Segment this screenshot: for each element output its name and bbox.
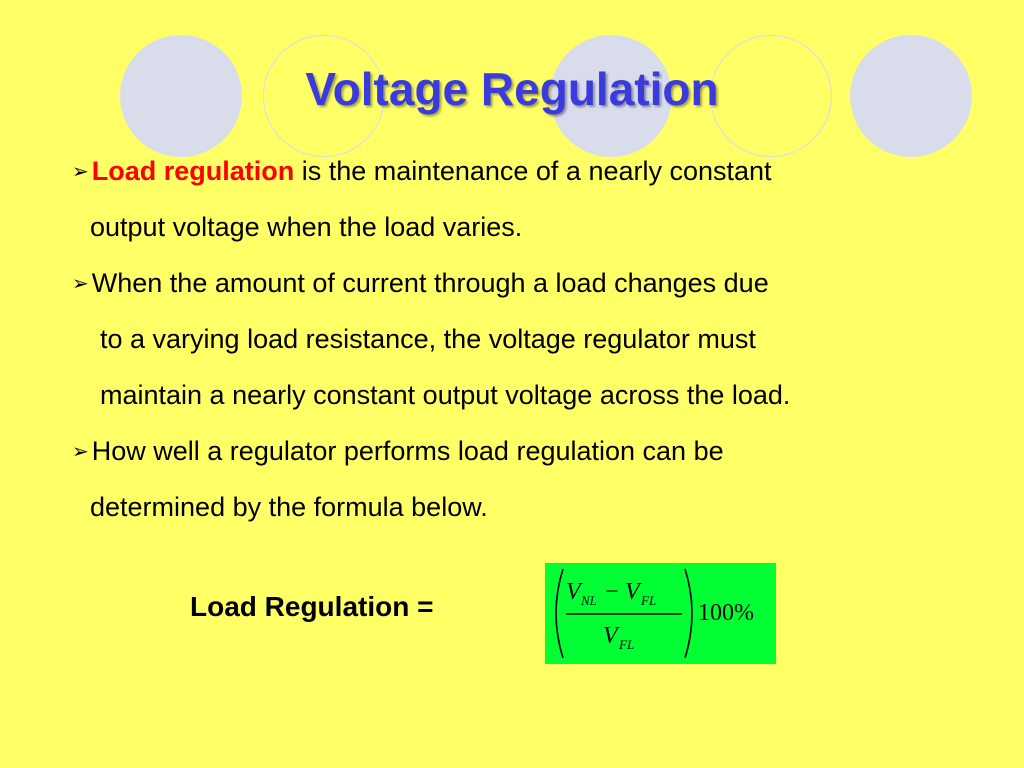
decor-circle-3 — [550, 35, 672, 157]
formula-label: Load Regulation = — [190, 591, 434, 622]
left-paren — [555, 568, 564, 659]
bullet-text: When the amount of current through a loa… — [91, 268, 769, 298]
decor-circle-1 — [120, 35, 242, 157]
bullet-item-2: ➢When the amount of current through a lo… — [72, 268, 769, 299]
numerator-v1-sub: NL — [580, 593, 597, 608]
multiplier: 100% — [698, 600, 754, 626]
bullet-continuation: determined by the formula below. — [90, 492, 488, 523]
bullet-item-3: ➢How well a regulator performs load regu… — [72, 436, 724, 467]
formula-graphic: V NL − V FL V FL 100% — [555, 568, 754, 659]
bullet-item-1: ➢Load regulation is the maintenance of a… — [72, 156, 772, 187]
numerator-v2: V — [625, 579, 642, 605]
denominator-sub: FL — [618, 637, 634, 652]
bullet-text: is the maintenance of a nearly constant — [294, 156, 772, 186]
bullet-continuation-text: determined by the formula below. — [90, 492, 488, 522]
decor-circle-2 — [263, 35, 385, 157]
bullet-text: How well a regulator performs load regul… — [91, 436, 724, 466]
minus-sign: − — [605, 579, 619, 605]
bullet-continuation: maintain a nearly constant output voltag… — [100, 380, 790, 411]
formula-box: V NL − V FL V FL 100% — [545, 563, 776, 664]
slide-title: Voltage Regulation — [305, 63, 719, 115]
bullet-highlight: Load regulation — [91, 156, 295, 186]
decor-circle-5 — [850, 35, 972, 157]
arrow-bullet-icon: ➢ — [72, 439, 89, 463]
bullet-continuation-text: output voltage when the load varies. — [90, 212, 523, 242]
right-paren — [684, 568, 693, 659]
numerator-v1: V — [566, 579, 583, 605]
numerator-v2-sub: FL — [640, 593, 656, 608]
decor-circle-4 — [710, 35, 832, 157]
bullet-continuation: output voltage when the load varies. — [90, 212, 522, 243]
bullet-continuation-text: to a varying load resistance, the voltag… — [100, 324, 756, 354]
bullet-continuation: to a varying load resistance, the voltag… — [100, 324, 756, 355]
arrow-bullet-icon: ➢ — [72, 271, 89, 295]
arrow-bullet-icon: ➢ — [72, 159, 89, 183]
bullet-continuation-text: maintain a nearly constant output voltag… — [100, 380, 791, 410]
denominator-v: V — [603, 623, 620, 649]
